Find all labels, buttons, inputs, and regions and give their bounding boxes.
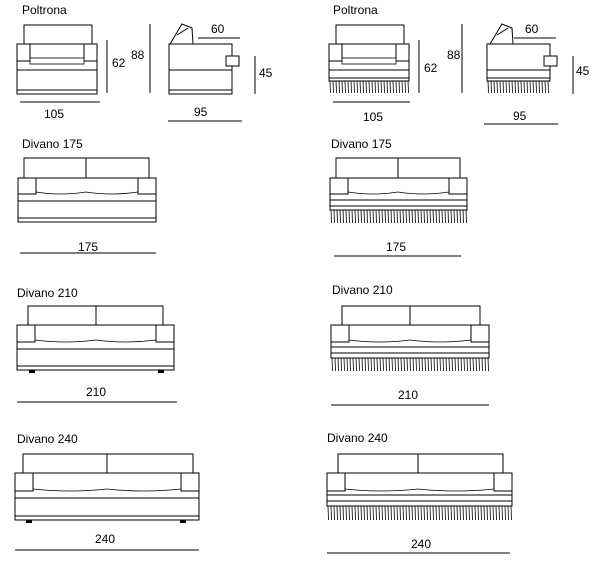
section-title-sofa-175: Divano 175 [22, 137, 83, 151]
section-title-sofa-175-fringe: Divano 175 [331, 137, 392, 151]
sofa-175-fringe-drawing [329, 157, 468, 224]
dim-total-height-fringe: 88 [447, 48, 461, 62]
sofa-210-fringe-drawing [330, 305, 490, 372]
dim-depth-fringe: 95 [513, 109, 527, 123]
dim-width: 175 [78, 240, 98, 254]
armchair-front-drawing [16, 24, 98, 95]
fringe-trim [327, 505, 512, 521]
section-title-sofa-210-fringe: Divano 210 [332, 283, 393, 297]
sofa-210-drawing [16, 305, 175, 373]
dim-depth: 95 [194, 105, 208, 119]
sofa-175-right: Divano 175 175 [329, 137, 468, 257]
dim-seat-height: 45 [259, 66, 273, 80]
dim-width: 105 [44, 107, 64, 121]
sofa-240-drawing [14, 453, 200, 523]
fringe-trim [329, 80, 409, 94]
fringe-trim [487, 80, 549, 94]
dim-seat-depth: 60 [211, 22, 225, 36]
section-title-sofa-210: Divano 210 [17, 286, 78, 300]
dim-width-fringe: 210 [398, 388, 418, 402]
fringe-trim [331, 357, 489, 372]
dim-seat-depth-fringe: 60 [525, 22, 539, 36]
dim-width-fringe: 175 [386, 240, 406, 254]
armchair-right: Poltrona 62 88 105 60 45 [328, 3, 590, 125]
sofa-175-left: Divano 175 175 [17, 137, 157, 254]
section-title-armchair-fringe: Poltrona [333, 3, 378, 17]
dim-width: 210 [86, 385, 106, 399]
armchair-left: Poltrona 62 88 105 60 45 95 [16, 3, 273, 122]
section-title-sofa-240-fringe: Divano 240 [327, 431, 388, 445]
armchair-fringe-side-drawing [486, 23, 558, 94]
dim-width-fringe: 105 [363, 110, 383, 124]
sofa-240-right: Divano 240 240 [326, 431, 513, 554]
sofa-240-left: Divano 240 240 [14, 432, 200, 551]
section-title-armchair: Poltrona [22, 3, 67, 17]
sofa-210-right: Divano 210 210 [330, 283, 490, 406]
sofa-240-fringe-drawing [326, 453, 513, 521]
dim-arm-height-fringe: 62 [424, 61, 438, 75]
dim-width: 240 [95, 532, 115, 546]
fringe-trim [330, 209, 467, 224]
armchair-side-drawing [168, 23, 240, 95]
section-title-sofa-240: Divano 240 [17, 432, 78, 446]
sofa-210-left: Divano 210 210 [16, 286, 177, 403]
dim-arm-height: 62 [112, 56, 126, 70]
armchair-fringe-front-drawing [328, 24, 410, 94]
dim-total-height: 88 [131, 48, 145, 62]
dim-seat-height-fringe: 45 [576, 64, 590, 78]
sofa-175-drawing [17, 157, 157, 223]
dim-width-fringe: 240 [411, 537, 431, 551]
